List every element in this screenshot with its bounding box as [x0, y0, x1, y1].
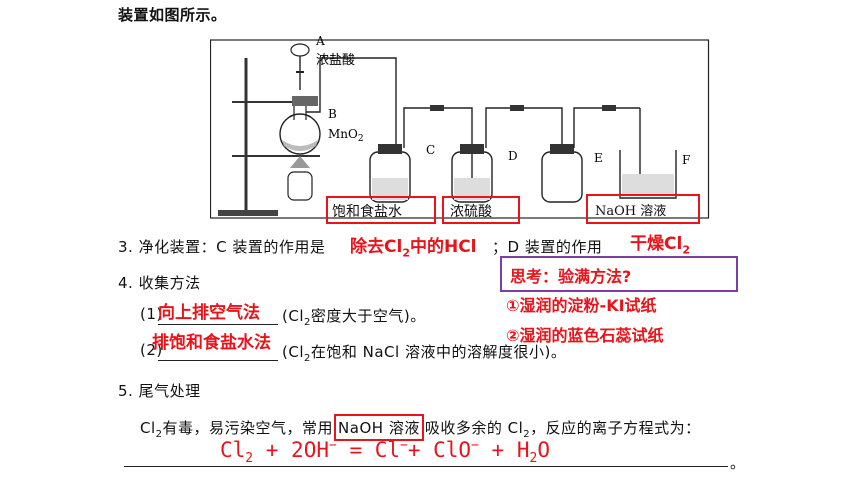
q4-line1-note: (Cl2密度大于空气)。 [282, 307, 426, 328]
q4-line1-blank [158, 324, 278, 325]
label-e: E [594, 151, 603, 165]
stand-base [218, 210, 278, 216]
beaker-f [619, 150, 677, 199]
equation-end: 。 [730, 454, 746, 472]
q4-line1-num: (1) [140, 305, 163, 323]
label-c: C [426, 143, 435, 157]
flask-b [279, 113, 321, 155]
q4-answer-2: 排饱和食盐水法 [152, 333, 271, 353]
q4-line2-note: (Cl2在饱和 NaCl 溶液中的溶解度很小)。 [282, 343, 567, 364]
q4-line2-num: (2) [140, 341, 163, 359]
alcohol-lamp [287, 171, 313, 201]
label-conc-hcl: 浓盐酸 [316, 53, 355, 68]
equation-blank-line [124, 466, 728, 467]
q3-answer-c: 除去Cl2中的HCl [350, 237, 477, 260]
label-b: B [328, 107, 337, 121]
think-item-2: ②湿润的蓝色石蕊试纸 [506, 326, 664, 345]
box-conc-sulfuric: 浓硫酸 [442, 196, 520, 224]
label-f: F [682, 153, 690, 167]
q4-title: 4. 收集方法 [118, 274, 201, 292]
q5-naoh-box: NaOH 溶液 [334, 414, 424, 441]
q4-answer-1: 向上排空气法 [158, 303, 260, 323]
q3-answer-d: 干燥Cl2 [630, 234, 690, 257]
q5-title: 5. 尾气处理 [118, 382, 201, 400]
funnel-a [290, 43, 310, 57]
box-naoh-solution: NaOH 溶液 [586, 194, 700, 224]
think-box: 思考：验满方法? [500, 256, 738, 292]
box-saturated-brine: 饱和食盐水 [326, 196, 436, 224]
label-d: D [508, 149, 518, 163]
q4-line2-blank [158, 360, 278, 361]
ionic-equation: Cl2 + 2OH− = Cl−+ ClO− + H2O [220, 438, 550, 467]
think-title: 思考：验满方法? [510, 267, 632, 286]
q3-mid: ；D 装置的作用 [492, 238, 603, 256]
think-item-1: ①湿润的淀粉-KI试纸 [506, 296, 657, 315]
q3-text: 3. 净化装置：C 装置的作用是 [118, 238, 326, 256]
apparatus-diagram: A 浓盐酸 B MnO2 C D E F [210, 34, 710, 219]
intro-text: 装置如图所示。 [118, 6, 227, 24]
label-mno2: MnO2 [328, 127, 364, 144]
bottle-e [541, 151, 583, 203]
label-a: A [315, 34, 325, 48]
